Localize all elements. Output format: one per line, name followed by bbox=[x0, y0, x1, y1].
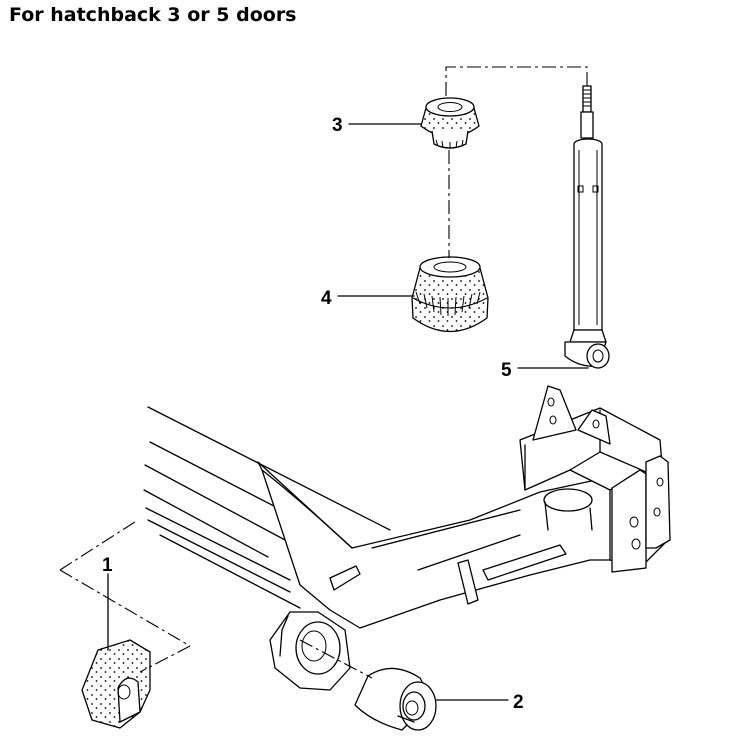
diagram-title: For hatchback 3 or 5 doors bbox=[9, 4, 297, 26]
callout-3: 3 bbox=[332, 115, 343, 136]
callout-4: 4 bbox=[321, 288, 332, 309]
callout-5: 5 bbox=[501, 360, 512, 381]
assembly-line-top bbox=[445, 66, 588, 96]
callout-2: 2 bbox=[513, 692, 524, 713]
axle-mounting-bush bbox=[354, 667, 437, 731]
shock-absorber bbox=[564, 85, 610, 369]
upper-stop-buffer bbox=[420, 97, 480, 149]
rear-axle-beam bbox=[143, 385, 671, 691]
assembly-region-1b bbox=[59, 569, 191, 647]
assembly-region-1 bbox=[59, 519, 139, 571]
assembly-region-2 bbox=[299, 639, 373, 679]
assembly-region-1c bbox=[139, 645, 191, 673]
lower-bump-stop bbox=[411, 256, 489, 333]
bushing-half-shell bbox=[81, 639, 151, 729]
callout-1: 1 bbox=[102, 555, 113, 576]
